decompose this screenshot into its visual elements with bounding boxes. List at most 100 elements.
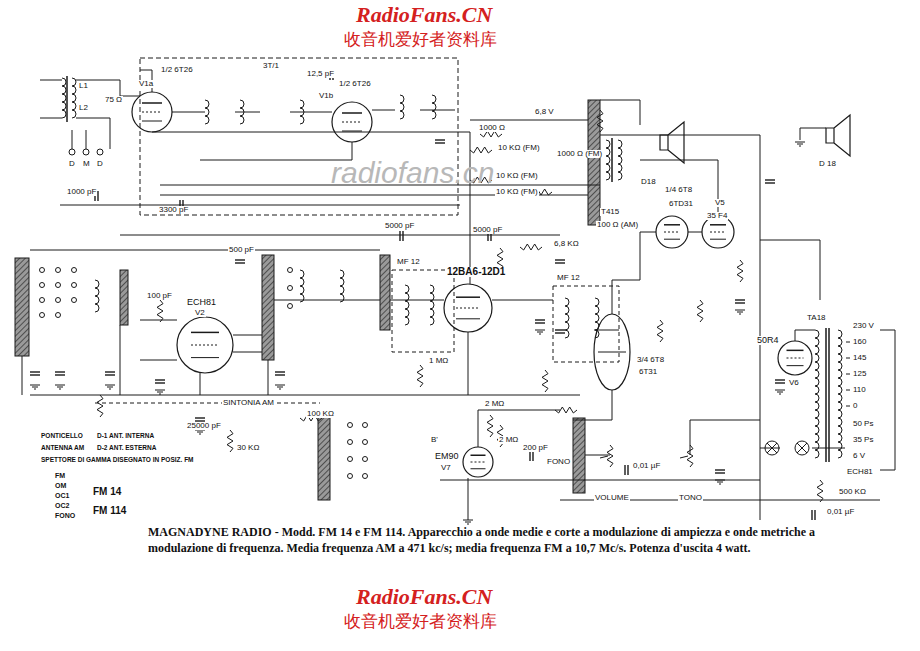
- switch-contact: [363, 440, 368, 445]
- ground-symbol: [30, 385, 40, 386]
- part-label: ANTENNA AM: [40, 445, 85, 452]
- tube-plate: [664, 224, 680, 226]
- ground-symbol: [107, 387, 113, 388]
- wire: [690, 420, 760, 455]
- wire: [30, 250, 380, 251]
- watermark: RadioFans.CN: [355, 4, 493, 26]
- capacitor-symbol: [735, 299, 745, 300]
- part-label: D18: [640, 178, 657, 186]
- transformer-core: [828, 328, 830, 462]
- capacitor-symbol: [735, 302, 745, 303]
- switch-contact: [363, 474, 368, 479]
- resistor-symbol: [542, 370, 548, 392]
- ground-symbol: [775, 390, 785, 391]
- capacitor-symbol: [435, 142, 445, 143]
- tube-cathode: [191, 357, 219, 358]
- tube-envelope: [177, 317, 233, 373]
- tube-envelope: [463, 447, 493, 477]
- coil-symbol: [72, 78, 76, 118]
- wire: [235, 112, 260, 113]
- part-label: PONTICELLO: [40, 433, 84, 440]
- capacitor-symbol: [155, 379, 165, 380]
- wire: [470, 120, 588, 121]
- caption-text: MAGNADYNE RADIO - Modd. FM 14 e FM 114. …: [148, 524, 848, 556]
- part-label: 1/2 6T26: [160, 66, 194, 74]
- ground-symbol: [739, 314, 741, 315]
- capacitor-symbol: [435, 139, 445, 140]
- tube-cathode: [471, 468, 486, 469]
- part-label: 100 Ω (AM): [596, 221, 639, 229]
- wire: [600, 100, 640, 125]
- part-label: B': [430, 436, 439, 444]
- resistor-symbol: [520, 244, 542, 250]
- capacitor-symbol: [30, 374, 40, 375]
- part-label: EM90: [434, 452, 460, 461]
- capacitor-symbol: [399, 231, 400, 241]
- switch-contact: [72, 283, 77, 288]
- tube-grid: [456, 308, 480, 309]
- part-label: 5000 pF: [472, 226, 503, 234]
- wire: [440, 480, 760, 481]
- part-label: 0,01 µF: [632, 462, 661, 470]
- wafer-switch: [588, 100, 600, 225]
- part-label: 1000 Ω: [478, 124, 506, 132]
- part-label: 0: [852, 402, 858, 410]
- tube-cathode: [456, 318, 480, 319]
- capacitor-symbol: [235, 262, 245, 263]
- watermark: 收音机爱好者资料库: [343, 613, 498, 630]
- part-label: V5: [714, 199, 726, 207]
- tube-envelope: [332, 102, 372, 142]
- wire: [22, 356, 23, 395]
- tube-grid: [787, 358, 804, 359]
- ground-symbol: [55, 385, 65, 386]
- ground-symbol: [737, 312, 743, 313]
- tube-grid: [471, 462, 486, 463]
- part-label: 3/4 6T8: [636, 356, 665, 364]
- pilot-lamp: [795, 441, 809, 455]
- resistor-symbol: [417, 365, 423, 387]
- switch-contact: [56, 313, 61, 318]
- switch-contact: [40, 283, 45, 288]
- part-label: SINTONIA AM: [222, 399, 275, 407]
- capacitor-symbol: [532, 451, 533, 461]
- wire: [795, 330, 815, 341]
- wire: [290, 112, 332, 113]
- capacitor-symbol: [627, 465, 628, 475]
- if-transformer-outline: [553, 286, 619, 362]
- tube-plate: [191, 332, 219, 334]
- coil-symbol: [400, 95, 404, 119]
- ground-symbol: [57, 387, 63, 388]
- part-label: V1b: [318, 92, 334, 100]
- wafer-switch: [573, 418, 585, 493]
- resistor-symbol: [555, 407, 577, 413]
- switch-contact: [363, 423, 368, 428]
- tube-grid: [710, 232, 726, 233]
- part-label: 500 pF: [228, 246, 255, 254]
- part-label: 100 pF: [146, 292, 173, 300]
- wire: [420, 110, 455, 111]
- tube-grid: [142, 112, 162, 113]
- part-label: 500 KΩ: [838, 488, 867, 496]
- ground-symbol: [32, 387, 38, 388]
- capacitor-symbol: [55, 371, 65, 372]
- tube-envelope: [778, 341, 812, 375]
- part-label: VOLUME: [594, 494, 630, 502]
- wire: [233, 335, 262, 336]
- watermark: 收音机爱好者资料库: [343, 31, 498, 48]
- watermark: radiofans.cn: [330, 158, 495, 188]
- tube-plate: [787, 350, 804, 352]
- part-label: D-2 ANT. ESTERNA: [96, 445, 157, 452]
- part-label: 25000 pF: [186, 422, 222, 430]
- ground-symbol: [109, 389, 111, 390]
- ground-symbol: [779, 394, 781, 395]
- wire: [640, 160, 718, 216]
- part-label: FM: [54, 472, 66, 479]
- tube-plate: [342, 112, 362, 114]
- part-label: V7: [440, 464, 452, 472]
- wire: [390, 300, 444, 301]
- tube-grid: [342, 122, 362, 123]
- part-label: 6 V: [852, 452, 866, 460]
- part-label: 12,5 pF: [306, 70, 335, 78]
- switch-contact: [348, 440, 353, 445]
- ground-symbol: [275, 385, 285, 386]
